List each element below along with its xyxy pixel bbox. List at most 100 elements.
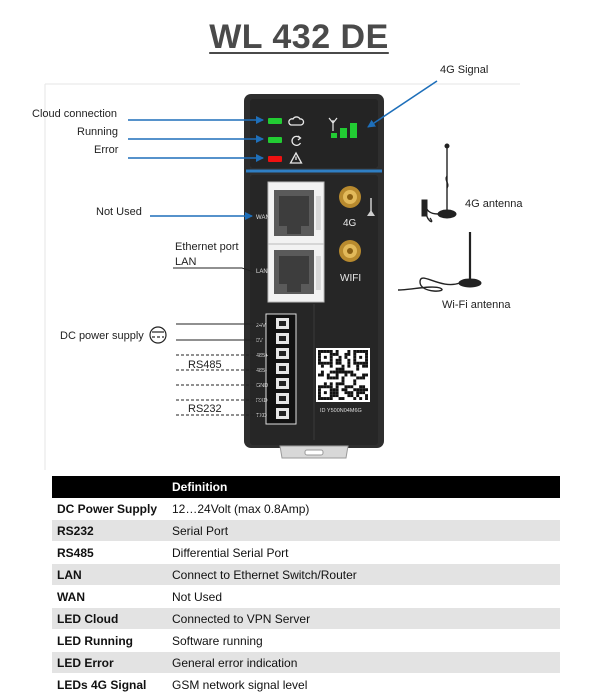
- row-term: LED Error: [52, 651, 167, 674]
- qr-module: [353, 388, 357, 392]
- qr-module: [326, 350, 330, 353]
- qr-module: [318, 355, 321, 359]
- row-definition: Connect to Ethernet Switch/Router: [167, 563, 560, 586]
- qr-module: [335, 370, 339, 374]
- qr-module: [344, 373, 348, 377]
- qr-module: [365, 361, 368, 365]
- qr-module: [335, 350, 339, 353]
- signal-bar-3: [350, 123, 357, 138]
- terminal-label: RXD: [256, 398, 268, 404]
- led-panel: [250, 99, 378, 168]
- qr-module: [362, 391, 366, 395]
- qr-module: [323, 361, 327, 365]
- qr-module: [320, 361, 324, 365]
- qr-module: [329, 376, 333, 380]
- antenna-wifi-connector: [339, 240, 361, 262]
- qr-module: [329, 388, 333, 392]
- qr-module: [347, 361, 351, 365]
- led-cloud: [268, 118, 282, 124]
- dc-power-icon: [149, 326, 167, 344]
- lan-ethernet-port: [267, 243, 325, 303]
- qr-module: [341, 367, 345, 371]
- qr-module: [335, 382, 339, 386]
- qr-module: [347, 350, 351, 353]
- row-term: LED Cloud: [52, 607, 167, 630]
- qr-module: [329, 355, 333, 359]
- qr-module: [365, 388, 368, 392]
- row-term: RS485: [52, 541, 167, 564]
- qr-module: [353, 373, 357, 377]
- device-id-label: ID Y500N04M6G: [320, 408, 362, 414]
- label-cloud-connection: Cloud connection: [32, 108, 117, 120]
- qr-module: [356, 367, 360, 371]
- signal-bar-2: [340, 128, 347, 138]
- qr-module: [344, 352, 348, 356]
- qr-module: [341, 388, 345, 392]
- qr-module: [318, 350, 321, 353]
- qr-module: [335, 358, 339, 362]
- qr-module: [320, 370, 324, 374]
- qr-module: [332, 352, 336, 356]
- signal-bar-1: [331, 133, 337, 138]
- row-term: DC Power Supply: [52, 498, 167, 520]
- qr-module: [329, 394, 333, 398]
- terminal-label: 0V: [256, 338, 263, 344]
- qr-module: [318, 391, 321, 395]
- qr-module: [341, 370, 345, 374]
- row-term: WAN: [52, 585, 167, 608]
- connector-wifi-label: WIFI: [340, 273, 361, 284]
- qr-module: [356, 394, 360, 398]
- qr-module: [320, 364, 324, 368]
- warning-icon: [289, 151, 303, 164]
- label-rs232: RS232: [188, 403, 222, 415]
- qr-module: [329, 364, 333, 368]
- qr-module: [347, 370, 351, 374]
- qr-module: [365, 397, 368, 400]
- qr-module: [350, 370, 354, 374]
- terminal-labels: 24V 0V 485+ 485- GND RXD TXD: [256, 323, 268, 419]
- qr-module: [359, 376, 363, 380]
- led-error: [268, 156, 282, 162]
- qr-module: [329, 382, 333, 386]
- qr-module: [353, 361, 357, 365]
- qr-module: [323, 382, 327, 386]
- connector-4g-label: 4G: [343, 218, 357, 229]
- qr-module: [332, 391, 336, 395]
- qr-module: [329, 397, 333, 400]
- qr-module: [347, 391, 351, 395]
- qr-module: [326, 373, 330, 377]
- qr-module: [332, 370, 336, 374]
- qr-module: [335, 352, 339, 356]
- qr-module: [344, 391, 348, 395]
- qr-module: [359, 388, 363, 392]
- qr-module: [323, 350, 327, 353]
- qr-module: [335, 391, 339, 395]
- row-term: LED Running: [52, 629, 167, 652]
- wan-ethernet-port: [267, 181, 325, 245]
- qr-module: [347, 385, 351, 389]
- label-4g-antenna: 4G antenna: [465, 198, 523, 210]
- qr-module: [362, 388, 366, 392]
- row-definition: Differential Serial Port: [167, 541, 560, 564]
- router-diagram: WAN LAN 4G WIFI 24V 0V 485+ 485- GN: [32, 64, 523, 470]
- antenna-small-icon: [367, 198, 375, 216]
- qr-module: [362, 350, 366, 353]
- antenna-4g-connector: [339, 186, 361, 208]
- qr-module: [359, 391, 363, 395]
- qr-module: [365, 355, 368, 359]
- qr-module: [338, 370, 342, 374]
- label-rs485: RS485: [188, 359, 222, 371]
- qr-module: [356, 364, 360, 368]
- qr-module: [335, 385, 339, 389]
- qr-module: [359, 397, 363, 400]
- label-4g-signal: 4G Signal: [440, 64, 488, 76]
- qr-module: [335, 361, 339, 365]
- qr-module: [365, 373, 368, 377]
- din-clip-slot: [304, 449, 324, 456]
- qr-module: [338, 361, 342, 365]
